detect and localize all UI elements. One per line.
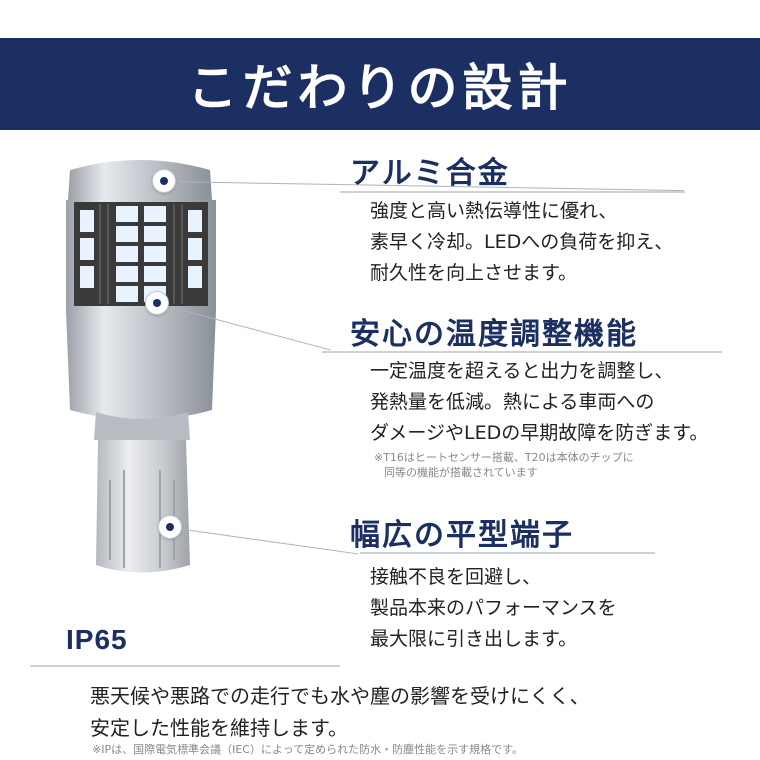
section-text-terminal: 接触不良を回避し、 製品本来のパフォーマンスを 最大限に引き出します。	[370, 562, 617, 655]
marker-terminal-icon	[159, 516, 181, 538]
text-line: 最大限に引き出します。	[370, 628, 578, 650]
text-line: 安定した性能を維持します。	[90, 716, 348, 740]
text-line: 発熱量を低減。熱による車両への	[370, 391, 655, 413]
divider-ip	[30, 665, 340, 667]
text-line: 素早く冷却。LEDへの負荷を抑え、	[370, 231, 674, 253]
divider-terminal	[360, 552, 655, 554]
text-line: 耐久性を向上させます。	[370, 262, 578, 284]
text-line: 接触不良を回避し、	[370, 566, 542, 588]
section-text-temperature: 一定温度を超えると出力を調整し、 発熱量を低減。熱による車両への ダメージやLE…	[370, 356, 708, 449]
section-heading-temperature: 安心の温度調整機能	[350, 317, 638, 352]
text-line: 悪天候や悪路での走行でも水や塵の影響を受けにくく、	[90, 684, 590, 708]
text-line: 製品本来のパフォーマンスを	[370, 597, 617, 619]
text-line: ダメージやLEDの早期故障を防ぎます。	[370, 422, 709, 444]
divider-aluminum	[340, 191, 685, 193]
ip-description: 悪天候や悪路での走行でも水や塵の影響を受けにくく、 安定した性能を維持します。	[90, 680, 590, 744]
marker-temperature-icon	[146, 292, 168, 314]
section-note-temperature: ※T16はヒートセンサー搭載、T20は本体のチップに 同等の機能が搭載されていま…	[374, 450, 634, 480]
led-bulb-image	[66, 160, 216, 573]
ip-footnote: ※IPは、国際電気標準会議（IEC）によって定められた防水・防塵性能を示す規格で…	[92, 743, 523, 756]
marker-aluminum-icon	[153, 170, 175, 192]
section-text-aluminum: 強度と高い熱伝導性に優れ、 素早く冷却。LEDへの負荷を抑え、 耐久性を向上させ…	[370, 196, 673, 289]
ip-rating-title: IP65	[66, 624, 128, 655]
note-line: 同等の機能が搭載されています	[384, 466, 538, 479]
divider-temperature	[322, 351, 722, 353]
section-heading-terminal: 幅広の平型端子	[350, 518, 574, 553]
banner-title: こだわりの設計	[187, 59, 573, 117]
title-banner: こだわりの設計	[0, 38, 760, 130]
note-line: ※T16はヒートセンサー搭載、T20は本体のチップに	[374, 451, 634, 464]
text-line: 強度と高い熱伝導性に優れ、	[370, 200, 618, 222]
section-heading-aluminum: アルミ合金	[350, 156, 510, 191]
text-line: 一定温度を超えると出力を調整し、	[370, 360, 674, 382]
